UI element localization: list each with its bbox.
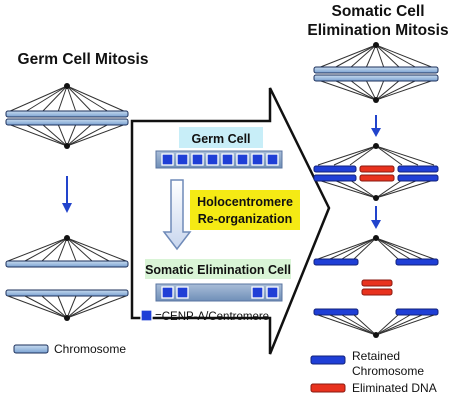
germ-down-arrow <box>62 176 72 213</box>
somatic-spindle-top <box>317 44 435 101</box>
centromere-key-label: =CENP-A/Centromere <box>155 311 269 323</box>
title-germ-cell-mitosis: Germ Cell Mitosis <box>18 51 149 68</box>
legend-chromosome-swatch <box>13 344 49 354</box>
somatic-pole-top-1 <box>373 42 379 48</box>
eliminated-fragment-1 <box>361 279 393 287</box>
retained-segment-bottom-right <box>397 174 439 182</box>
reorganization-down-arrow <box>162 179 192 251</box>
somatic-down-arrow-1 <box>371 115 381 137</box>
legend-eliminated-label: Eliminated DNA <box>352 381 437 395</box>
retained-segment-top-left <box>313 165 357 173</box>
somatic-chromosome-1 <box>313 66 439 74</box>
somatic-pole-bottom-1 <box>373 97 379 103</box>
somatic-label-box <box>145 259 291 279</box>
somatic-pole-top-2 <box>373 143 379 149</box>
somatic-elimination-cell-label: Somatic Elimination Cell <box>145 263 291 277</box>
germ-cell-label: Germ Cell <box>191 132 250 146</box>
germ-pole-top-2 <box>64 235 70 241</box>
somatic-daughter-spindle-top <box>317 237 435 260</box>
germ-spindle-daughter-1 <box>7 237 127 262</box>
retained-daughter-bottom-left <box>313 308 359 316</box>
centromere-key-swatch <box>140 309 153 322</box>
legend-retained-swatch <box>310 355 346 365</box>
germ-pole-bottom-1 <box>64 143 70 149</box>
legend-retained-label-line2: Chromosome <box>352 364 424 378</box>
eliminated-segment-bottom <box>359 174 395 182</box>
retained-daughter-top-right <box>395 258 439 266</box>
somatic-pole-top-3 <box>373 235 379 241</box>
somatic-centromere-blocks <box>161 286 279 299</box>
retained-segment-bottom-left <box>313 174 357 182</box>
germ-chromosome-4 <box>5 289 129 297</box>
germ-cell-label-box <box>179 127 263 148</box>
reorganization-box <box>190 190 300 230</box>
eliminated-fragment-2 <box>361 288 393 296</box>
somatic-spindle-mid <box>317 145 435 199</box>
germ-spindle-daughter-2 <box>7 295 127 319</box>
somatic-pole-bottom-3 <box>373 332 379 338</box>
germ-chromosome-1 <box>5 110 129 118</box>
germ-centromere-blocks <box>161 153 279 166</box>
germ-chromosome-3 <box>5 260 129 268</box>
legend-chromosome-label: Chromosome <box>54 342 126 356</box>
legend-eliminated-swatch <box>310 383 346 393</box>
title-somatic-line1: Somatic Cell <box>331 3 424 20</box>
title-somatic-line2: Elimination Mitosis <box>307 22 448 39</box>
legend-retained-label-line1: Retained <box>352 349 400 363</box>
eliminated-segment-top <box>359 165 395 173</box>
reorganization-label-line1: Holocentromere <box>197 195 293 209</box>
somatic-pole-bottom-2 <box>373 195 379 201</box>
somatic-down-arrow-2 <box>371 206 381 229</box>
germ-spindle-top <box>7 85 127 147</box>
retained-daughter-bottom-right <box>395 308 439 316</box>
germ-pole-bottom-2 <box>64 315 70 321</box>
germ-pole-top-1 <box>64 83 70 89</box>
somatic-chromosome-2 <box>313 74 439 82</box>
somatic-daughter-spindle-bottom <box>317 314 435 336</box>
retained-segment-top-right <box>397 165 439 173</box>
retained-daughter-top-left <box>313 258 359 266</box>
reorganization-label-line2: Re-organization <box>198 212 292 226</box>
germ-chromosome-2 <box>5 118 129 126</box>
